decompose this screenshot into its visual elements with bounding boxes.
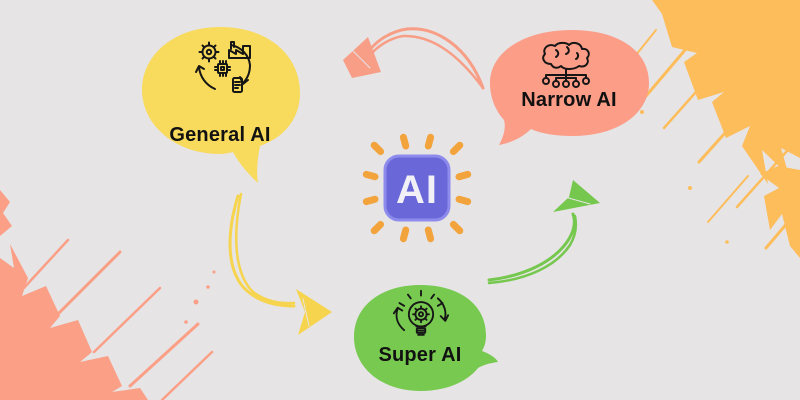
node-super-ai: Super AI: [352, 283, 502, 395]
speech-bubble-super: [354, 285, 498, 391]
arrow-general-to-super: [228, 192, 332, 335]
label-super-ai: Super AI: [378, 344, 462, 366]
orange-brush-stroke: [631, 0, 800, 258]
label-general-ai: General AI: [169, 124, 271, 146]
node-narrow-ai: Narrow AI: [487, 27, 652, 149]
arrow-narrow-to-general: [343, 27, 485, 90]
brain-network-icon: [542, 41, 590, 88]
salmon-brush-stroke: [0, 190, 216, 400]
ai-chip: AI: [355, 124, 479, 252]
bulb-gear-cycle-icon: [392, 289, 450, 336]
chip-rays: [362, 133, 472, 243]
automation-cycle-icon: [195, 41, 251, 93]
chip-body: [383, 154, 451, 222]
node-general-ai: General AI: [140, 25, 305, 187]
label-narrow-ai: Narrow AI: [521, 89, 617, 111]
speech-bubble-narrow: [490, 30, 649, 145]
ai-chip-label: AI: [396, 168, 438, 212]
speech-bubble-general: [142, 27, 300, 183]
arrow-super-to-narrow: [487, 180, 600, 285]
